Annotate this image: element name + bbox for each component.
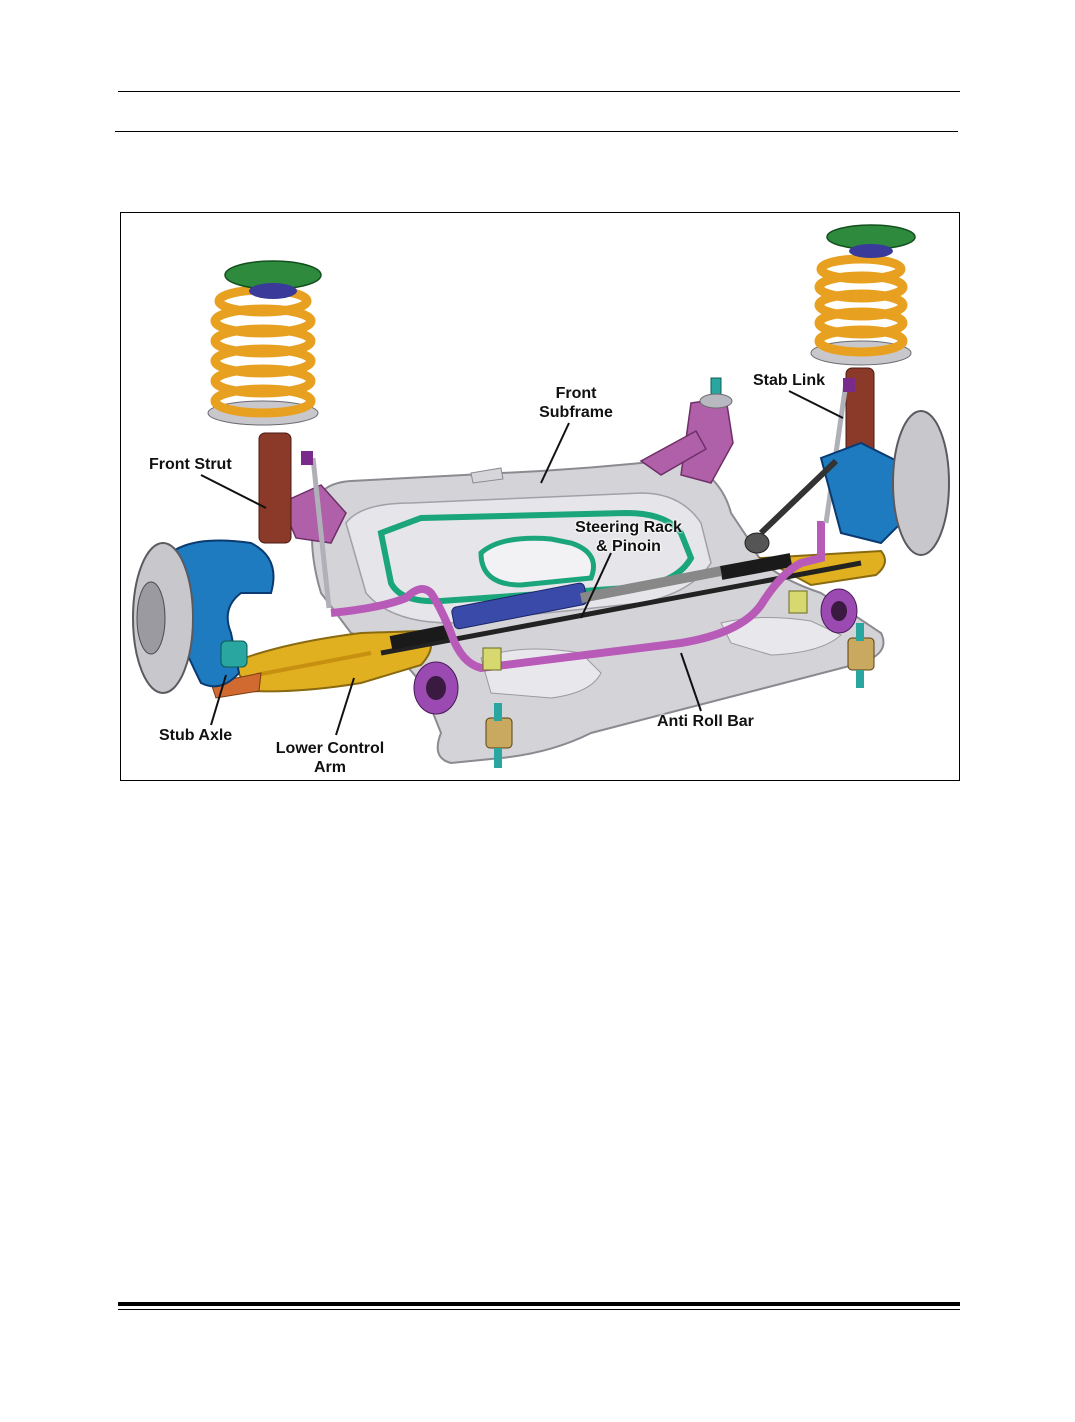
label-stub-axle: Stub Axle	[159, 726, 232, 745]
stub-axle-left	[132, 539, 275, 694]
anti-roll-bar	[330, 521, 858, 715]
front-strut-right	[758, 224, 950, 556]
front-suspension-illustration	[132, 224, 950, 768]
suspension-figure: Front Strut Front Subframe Stab Link Ste…	[120, 212, 960, 781]
label-steering-line1: Steering Rack	[575, 519, 682, 536]
label-lower-control-line2: Arm	[313, 759, 346, 776]
label-front-subframe: Front Subframe	[526, 384, 626, 422]
label-stab-link: Stab Link	[753, 371, 825, 390]
header-rule-top	[118, 91, 960, 92]
header-rule-bottom	[115, 131, 958, 132]
subframe-bracket-right	[639, 377, 734, 484]
label-front-strut-text: Front Strut	[149, 456, 232, 473]
subframe-mounts	[485, 623, 875, 768]
footer-rule-thin	[118, 1309, 960, 1310]
label-anti-roll-bar: Anti Roll Bar	[657, 712, 754, 731]
label-stub-axle-text: Stub Axle	[159, 727, 233, 744]
label-lower-control-line1: Lower Control	[275, 740, 385, 757]
callout-leaders	[200, 390, 844, 736]
front-strut-left	[207, 260, 332, 609]
label-front-subframe-line2: Subframe	[539, 404, 613, 421]
label-lower-control-arm: Lower Control Arm	[269, 739, 391, 777]
label-steering-rack: Steering Rack & Pinoin	[566, 518, 691, 556]
label-stab-link-text: Stab Link	[753, 372, 826, 389]
label-front-subframe-line1: Front	[555, 385, 597, 402]
footer-rule-thick	[118, 1302, 960, 1306]
label-steering-line2: & Pinoin	[596, 538, 661, 555]
label-front-strut: Front Strut	[149, 455, 232, 474]
label-anti-roll-bar-text: Anti Roll Bar	[657, 713, 754, 730]
